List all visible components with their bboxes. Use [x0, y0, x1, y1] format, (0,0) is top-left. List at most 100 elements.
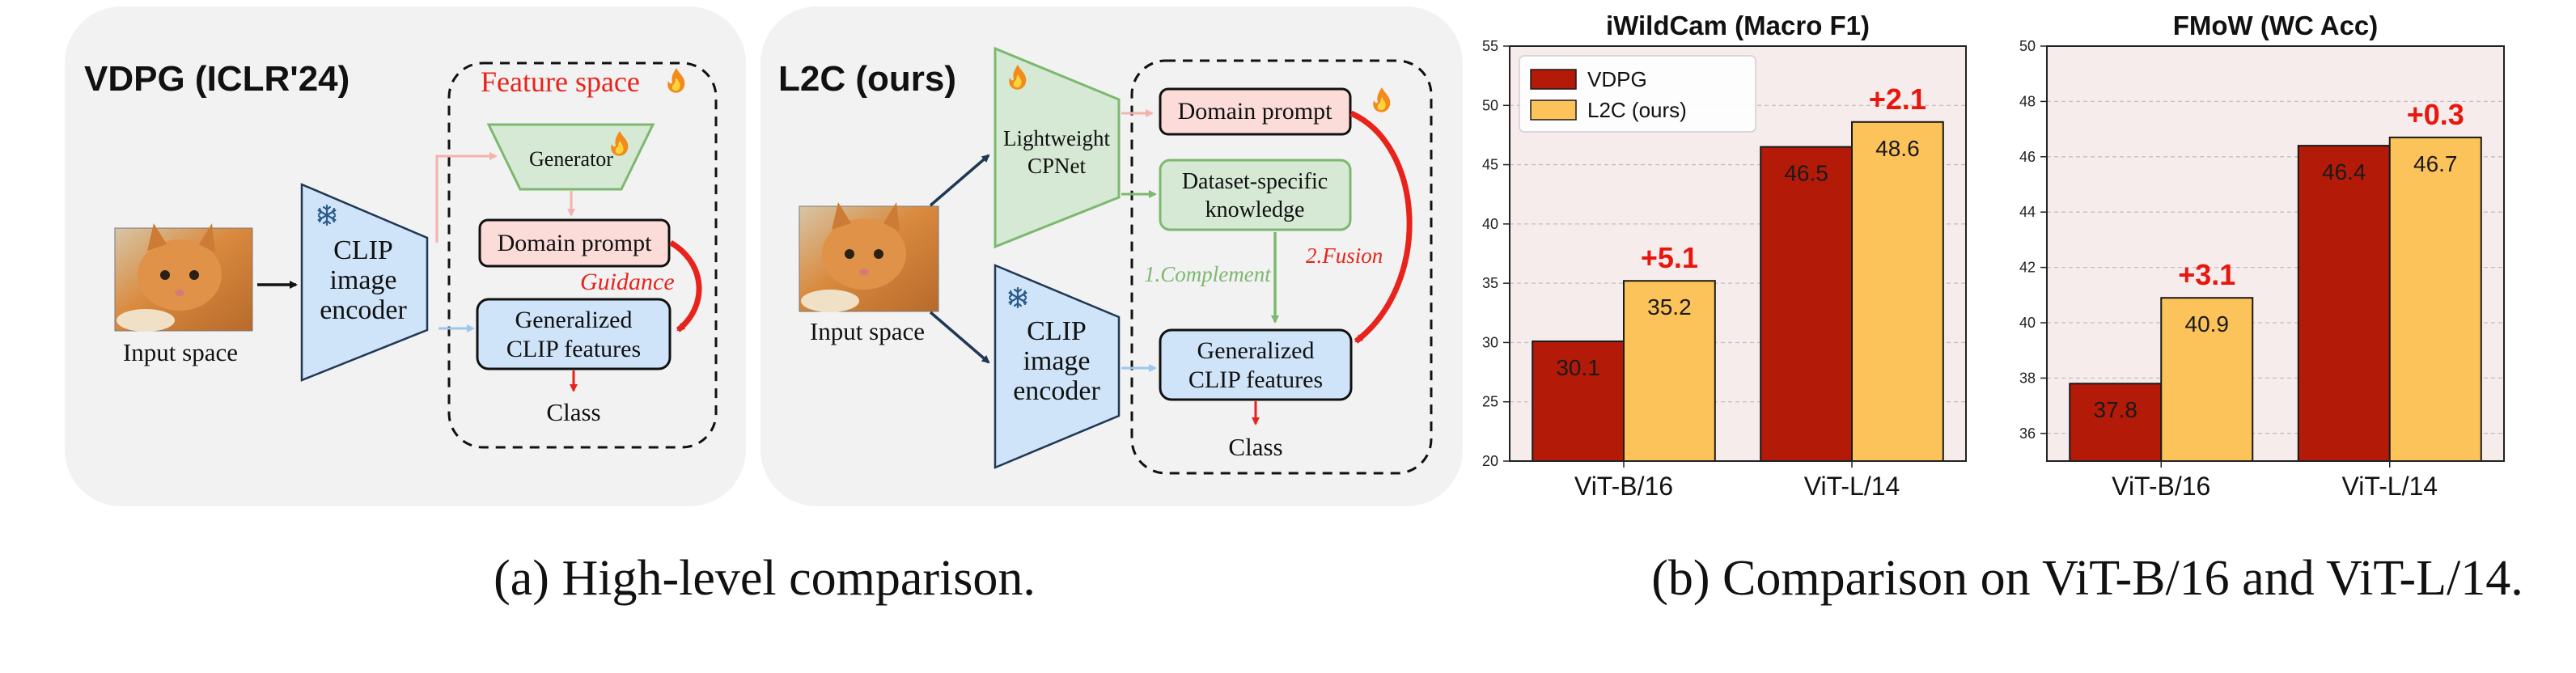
vdpg-encoder-line3: encoder	[320, 295, 407, 325]
l2c-complement-label: 1.Complement	[1144, 262, 1272, 286]
chart-title: FMoW (WC Acc)	[2173, 11, 2379, 40]
bar-value-label: 30.1	[1556, 355, 1600, 380]
legend-swatch-l2c	[1530, 99, 1577, 121]
gain-label: +2.1	[1869, 83, 1926, 116]
vdpg-domain-prompt-label: Domain prompt	[498, 230, 652, 256]
l2c-encoder-line2: image	[1023, 346, 1090, 376]
l2c-knowledge-box	[1159, 159, 1352, 231]
vdpg-class-label: Class	[546, 398, 600, 426]
y-tick-label: 55	[1482, 38, 1498, 54]
l2c-generalized-features-box	[1159, 328, 1353, 401]
y-tick-label: 40	[2019, 315, 2036, 331]
bar-value-label: 46.5	[1784, 161, 1828, 186]
vdpg-domain-prompt-box	[478, 218, 671, 268]
l2c-fusion-label: 2.Fusion	[1306, 243, 1383, 268]
vdpg-generalized-line1: Generalized	[515, 307, 633, 333]
vdpg-input-space-label: Input space	[123, 338, 238, 366]
vdpg-panel: VDPG (ICLR'24) Feature space Input space	[65, 6, 746, 506]
l2c-title: L2C (ours)	[778, 59, 956, 99]
vdpg-generator	[486, 123, 655, 191]
vdpg-feature-space-label: Feature space	[481, 66, 640, 98]
vdpg-generalized-features-box	[476, 298, 672, 370]
l2c-domain-prompt-label: Domain prompt	[1178, 98, 1332, 125]
bar-l2c	[1851, 121, 1944, 462]
y-tick-label: 35	[1482, 275, 1498, 291]
l2c-knowledge-line2: knowledge	[1205, 197, 1305, 222]
bar-vdpg	[1760, 146, 1853, 462]
y-tick-label: 25	[1482, 394, 1498, 410]
y-tick-label: 50	[2019, 38, 2036, 54]
y-tick-label: 38	[2019, 370, 2036, 386]
y-tick-label: 50	[1482, 97, 1498, 113]
caption-a: (a) High-level comparison.	[494, 551, 1036, 606]
y-tick-label: 42	[2019, 260, 2036, 276]
vdpg-clip-encoder	[300, 183, 429, 382]
bar-value-label: 46.4	[2322, 159, 2366, 184]
bar-l2c	[2388, 136, 2482, 463]
bar-vdpg	[2297, 145, 2391, 462]
vdpg-encoder-line1: CLIP	[333, 235, 393, 265]
y-tick-label: 45	[1482, 157, 1498, 173]
l2c-class-label: Class	[1228, 433, 1282, 461]
y-tick-label: 20	[1482, 453, 1498, 469]
l2c-cpnet	[994, 46, 1121, 249]
y-tick-label: 36	[2019, 425, 2036, 442]
chart-title: iWildCam (Macro F1)	[1606, 11, 1870, 40]
vdpg-encoder-to-generator-arrow	[435, 152, 498, 243]
x-tick-label: ViT-L/14	[1804, 472, 1900, 501]
l2c-domain-prompt-box	[1159, 87, 1352, 136]
vdpg-generalized-line2: CLIP features	[506, 336, 641, 362]
caption-b: (b) Comparison on ViT-B/16 and ViT-L/14.	[1651, 551, 2523, 606]
legend-swatch-vdpg	[1530, 69, 1577, 90]
l2c-generalized-line2: CLIP features	[1188, 366, 1323, 393]
x-tick-label: ViT-B/16	[1574, 472, 1673, 501]
bar-value-label: 46.7	[2413, 151, 2458, 176]
vdpg-guidance-label: Guidance	[580, 269, 675, 295]
l2c-cpnet-line2: CPNet	[1027, 154, 1087, 178]
plot-frame	[1509, 45, 1967, 462]
bar-value-label: 37.8	[2094, 397, 2138, 422]
x-tick-label: ViT-L/14	[2341, 472, 2438, 501]
y-tick-label: 30	[1482, 334, 1498, 350]
legend-label: L2C (ours)	[1587, 98, 1687, 122]
bar-value-label: 48.6	[1875, 136, 1920, 161]
panel-a: VDPG (ICLR'24) Feature space Input space	[65, 6, 1463, 606]
y-tick-label: 48	[2019, 93, 2036, 109]
vdpg-guidance-arrow	[669, 239, 702, 332]
panel-b: 202530354045505530.135.2+5.1ViT-B/1646.5…	[1482, 11, 2523, 606]
l2c-fusion-arrow	[1349, 110, 1413, 344]
l2c-generalized-line1: Generalized	[1197, 337, 1315, 364]
l2c-panel: L2C (ours) Input space Lightweight C	[761, 6, 1463, 506]
l2c-input-to-encoder-arrow	[929, 311, 990, 364]
l2c-input-to-cpnet-arrow	[929, 154, 990, 207]
gain-label: +0.3	[2407, 98, 2464, 131]
vdpg-title: VDPG (ICLR'24)	[84, 59, 350, 99]
chart-iwildcam: 202530354045505530.135.2+5.1ViT-B/1646.5…	[1482, 11, 1967, 501]
legend-label: VDPG	[1587, 67, 1647, 91]
gain-label: +3.1	[2178, 258, 2235, 291]
plot-frame	[2046, 45, 2505, 462]
bar-vdpg	[1532, 340, 1625, 462]
bar-value-label: 40.9	[2185, 311, 2230, 336]
vdpg-feature-space-box	[447, 61, 718, 449]
y-tick-label: 40	[1482, 216, 1498, 232]
y-tick-label: 44	[2019, 204, 2036, 220]
legend-box	[1519, 55, 1756, 133]
y-tick-label: 46	[2019, 149, 2036, 165]
l2c-knowledge-line1: Dataset-specific	[1182, 169, 1328, 194]
vdpg-generator-label: Generator	[529, 147, 613, 171]
l2c-encoder-line3: encoder	[1013, 376, 1100, 406]
l2c-feature-space-box	[1130, 59, 1433, 475]
x-tick-label: ViT-B/16	[2112, 472, 2210, 501]
bar-value-label: 35.2	[1647, 294, 1692, 320]
bar-l2c	[1623, 280, 1716, 462]
l2c-input-space-label: Input space	[810, 317, 925, 345]
l2c-cat-image	[799, 202, 939, 312]
l2c-encoder-line1: CLIP	[1027, 316, 1087, 346]
l2c-cpnet-line1: Lightweight	[1003, 126, 1110, 150]
vdpg-encoder-line2: image	[329, 265, 396, 295]
vdpg-cat-image	[114, 223, 253, 332]
l2c-clip-encoder	[994, 264, 1121, 469]
